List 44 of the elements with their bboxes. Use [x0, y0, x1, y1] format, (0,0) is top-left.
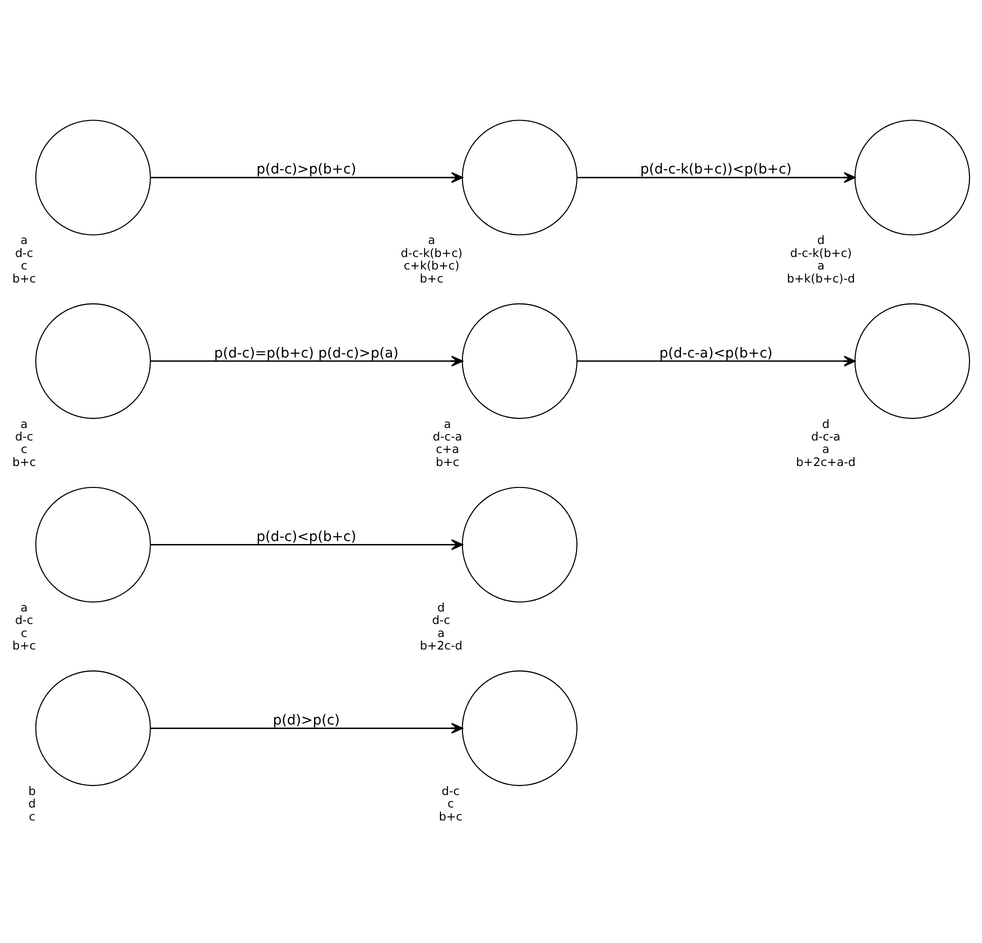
- node-label: d-c-k(b+c): [790, 245, 852, 260]
- edge-label: p(d-c)>p(b+c): [256, 161, 356, 178]
- node-label: b+c: [438, 808, 462, 823]
- node-label: c: [447, 796, 454, 810]
- node-label: b+k(b+c)-d: [786, 270, 856, 285]
- node-label: d: [817, 232, 825, 247]
- node-label: c+a: [436, 442, 460, 456]
- node-label: c+k(b+c): [404, 258, 460, 272]
- node-label: a: [817, 258, 825, 272]
- node-label: c: [20, 442, 28, 456]
- node-label: c: [28, 808, 36, 823]
- node-label: a: [20, 416, 28, 430]
- node-label: d-c-a: [811, 428, 840, 443]
- node-label: b+2c-d: [420, 638, 462, 652]
- node-label: d-c-a: [432, 428, 462, 443]
- node-label: d-c: [15, 428, 34, 443]
- node-label: a: [428, 232, 436, 247]
- node-label: d-c: [15, 245, 34, 260]
- edge-label: p(d-c-a)<p(b+c): [659, 344, 773, 361]
- edge-label: p(d-c)<p(b+c): [256, 528, 356, 544]
- node-label: a: [444, 416, 452, 430]
- node-label: d-c: [442, 783, 460, 798]
- node-label: b+c: [436, 454, 460, 468]
- node-label: a: [822, 442, 830, 456]
- node-label: d-c-k(b+c): [400, 245, 462, 260]
- node-label: b: [28, 783, 36, 798]
- node-label: b+c: [12, 454, 36, 468]
- node-label: b+c: [420, 270, 444, 285]
- node-label: c: [20, 258, 28, 272]
- node-label: d: [28, 796, 36, 810]
- node-label: a: [20, 600, 28, 614]
- node-label: d-c: [432, 612, 450, 627]
- node-label: d-c: [15, 612, 34, 627]
- node-label: a: [20, 232, 28, 247]
- node-label: d: [822, 416, 830, 430]
- node-label: a: [438, 625, 445, 640]
- edge-label: p(d)>p(c): [272, 712, 340, 728]
- node-label: b+2c+a-d: [796, 454, 856, 468]
- node-label: b+c: [12, 270, 36, 285]
- edge-label: p(d-c-k(b+c))<p(b+c): [640, 161, 792, 178]
- node-label: c: [20, 625, 28, 640]
- node-label: d: [437, 600, 445, 614]
- edge-label: p(d-c)=p(b+c) p(d-c)>p(a): [214, 344, 399, 361]
- node-label: b+c: [12, 638, 36, 652]
